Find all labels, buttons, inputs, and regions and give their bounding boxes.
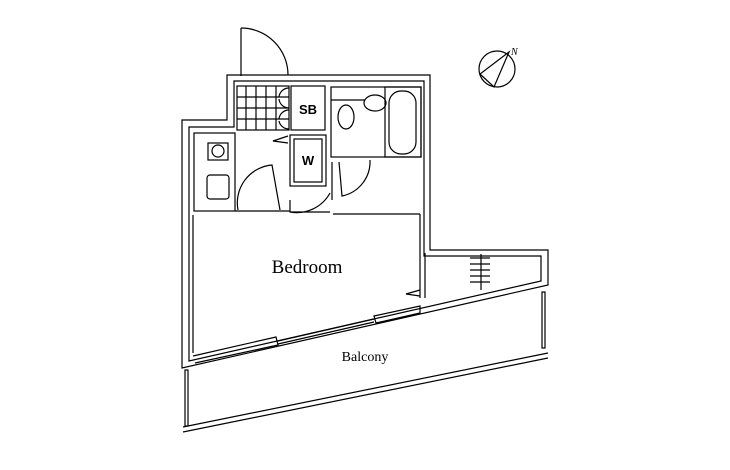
entrance-door[interactable] [240, 27, 289, 76]
washer-label: W [302, 153, 315, 168]
outer-walls [181, 74, 549, 369]
bathroom [330, 86, 422, 200]
toilet [337, 104, 355, 130]
bathtub [388, 90, 417, 155]
north-label: N [510, 47, 519, 58]
sink [363, 94, 387, 112]
kitchen [193, 132, 331, 214]
closet [424, 253, 490, 298]
storage-box-label: SB [299, 102, 317, 117]
bedroom-label: Bedroom [272, 257, 343, 278]
entry-tiles [236, 85, 290, 131]
storage-box: SB [290, 85, 326, 131]
bedroom: Bedroom [192, 213, 421, 353]
balcony-label: Balcony [342, 350, 389, 365]
washer-space: W [272, 134, 327, 187]
stove [207, 142, 229, 161]
north-compass-icon: N [478, 47, 519, 89]
balcony-window[interactable] [192, 305, 421, 364]
kitchen-sink [206, 174, 230, 200]
balcony: Balcony [182, 291, 549, 433]
